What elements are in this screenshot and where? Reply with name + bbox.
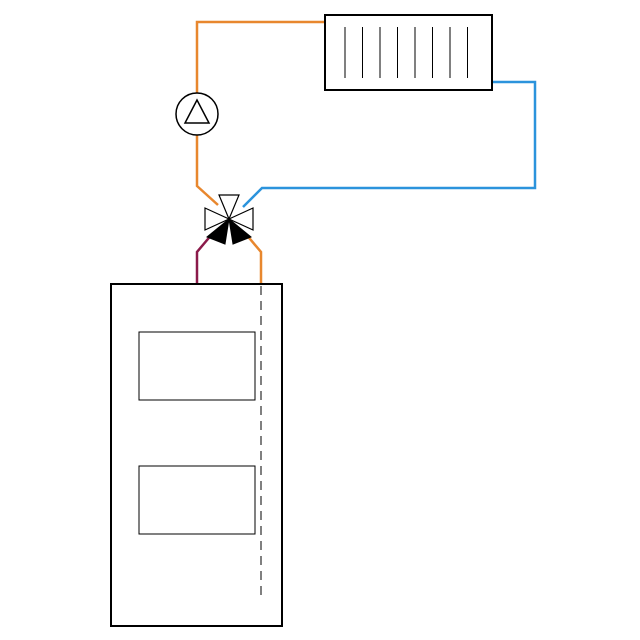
supply-pipe-from-boiler	[244, 232, 263, 284]
radiator-icon	[324, 14, 493, 91]
return-pipe-from-radiator	[242, 80, 537, 208]
circulation-pump-icon	[175, 92, 219, 136]
boiler-panel-upper	[138, 331, 256, 401]
four-way-mixing-valve-icon	[204, 194, 254, 245]
boiler-icon	[110, 283, 283, 627]
boiler-return-pipe	[195, 232, 214, 284]
boiler-panel-lower	[138, 465, 256, 535]
radiator-fins	[344, 27, 468, 78]
